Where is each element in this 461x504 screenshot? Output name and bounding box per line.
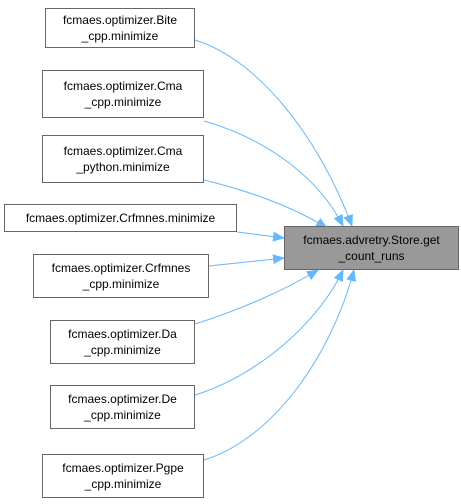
caller-node-line1: fcmaes.optimizer.Bite	[62, 13, 178, 27]
caller-node-line2: _cpp.minimize	[82, 277, 160, 291]
edge-crfmnes-cpp	[208, 254, 285, 267]
caller-node-bite-cpp-minimize[interactable]: fcmaes.optimizer.Bite _cpp.minimize	[45, 8, 195, 48]
caller-node-line2: _python.minimize	[76, 160, 170, 174]
caller-node-crfmnes-cpp-minimize[interactable]: fcmaes.optimizer.Crfmnes _cpp.minimize	[33, 254, 209, 298]
caller-node-line1: fcmaes.optimizer.De	[68, 392, 177, 406]
caller-node-line1: fcmaes.optimizer.Pgpe	[62, 461, 184, 475]
caller-node-line2: _cpp.minimize	[81, 29, 159, 43]
target-node-line2: _count_runs	[338, 249, 405, 263]
caller-node-line2: _cpp.minimize	[84, 95, 162, 109]
caller-node-line2: _cpp.minimize	[84, 408, 161, 422]
caller-node-de-cpp-minimize[interactable]: fcmaes.optimizer.De _cpp.minimize	[50, 385, 195, 429]
caller-node-line1: fcmaes.optimizer.Da	[68, 327, 177, 341]
edge-crfmnes	[236, 231, 285, 242]
caller-node-line2: _cpp.minimize	[84, 477, 162, 491]
edge-bite	[194, 39, 353, 227]
target-node-line1: fcmaes.advretry.Store.get	[303, 233, 440, 247]
caller-node-crfmnes-minimize[interactable]: fcmaes.optimizer.Crfmnes.minimize	[4, 204, 237, 232]
caller-node-line1: fcmaes.optimizer.Crfmnes.minimize	[25, 211, 216, 225]
caller-node-cma-python-minimize[interactable]: fcmaes.optimizer.Cma _python.minimize	[42, 135, 204, 183]
edge-pgpe	[203, 269, 356, 461]
caller-node-pgpe-cpp-minimize[interactable]: fcmaes.optimizer.Pgpe _cpp.minimize	[42, 454, 204, 498]
caller-node-line1: fcmaes.optimizer.Crfmnes	[51, 261, 191, 275]
caller-node-line1: fcmaes.optimizer.Cma	[63, 144, 183, 158]
target-node-get-count-runs[interactable]: fcmaes.advretry.Store.get _count_runs	[284, 226, 459, 270]
caller-node-line2: _cpp.minimize	[84, 343, 161, 357]
edge-de	[194, 269, 344, 396]
edge-cma-cpp	[203, 120, 344, 227]
caller-node-line1: fcmaes.optimizer.Cma	[63, 79, 183, 93]
caller-node-da-cpp-minimize[interactable]: fcmaes.optimizer.Da _cpp.minimize	[50, 320, 195, 364]
caller-node-cma-cpp-minimize[interactable]: fcmaes.optimizer.Cma _cpp.minimize	[42, 70, 204, 118]
edge-da	[194, 269, 319, 325]
edge-cma-python	[203, 179, 328, 229]
